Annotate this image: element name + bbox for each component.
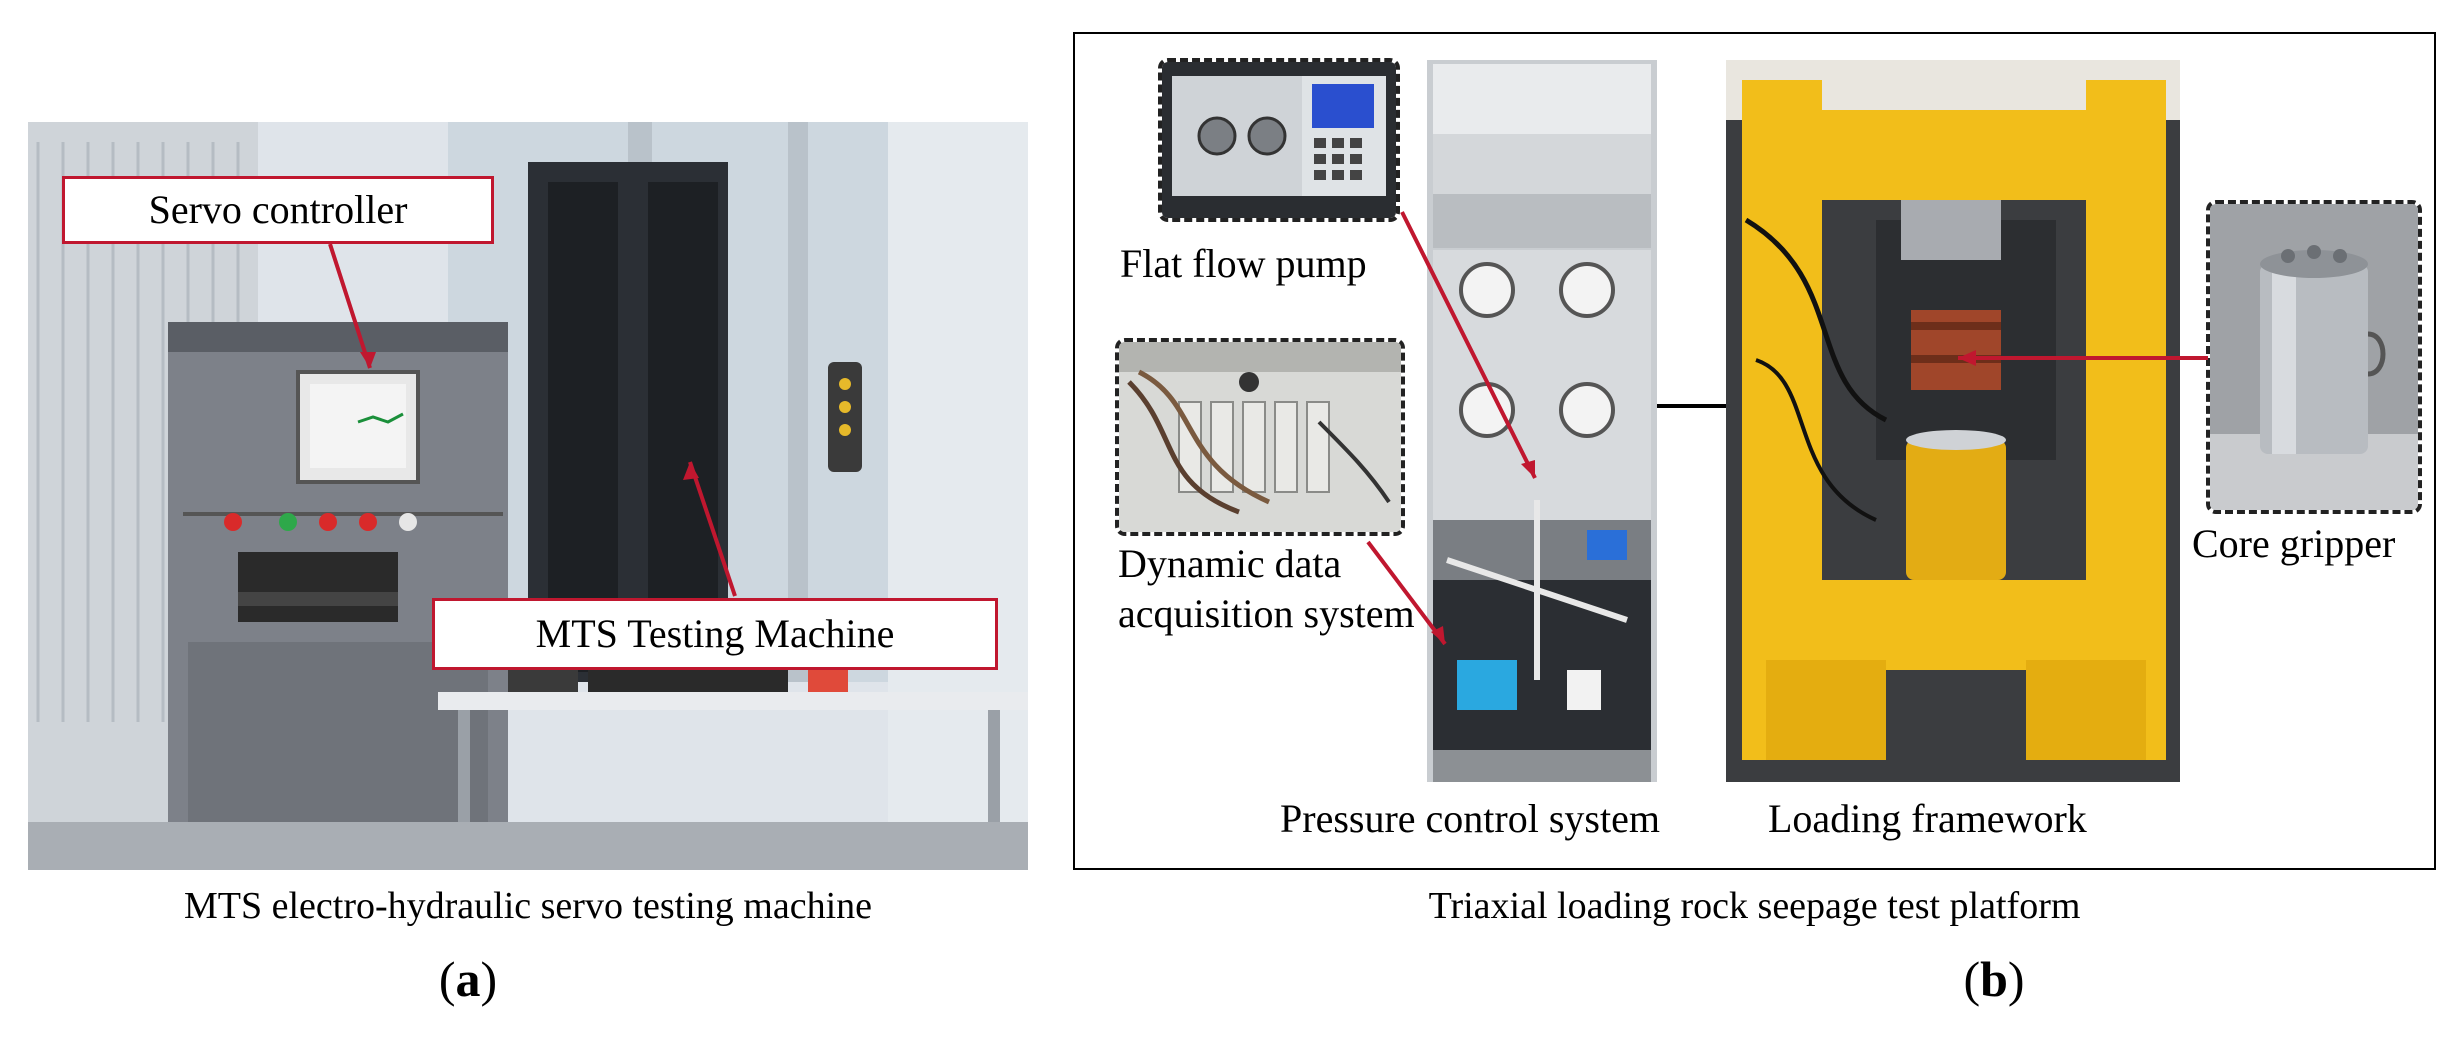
pressure-control-system-label: Pressure control system: [1280, 796, 1660, 841]
mts-testing-machine-label: MTS Testing Machine: [432, 598, 998, 670]
mts-lab-photo: [28, 122, 1028, 870]
panel-a-letter: (a): [438, 951, 498, 1007]
panel-b-callout-lines: [1366, 211, 2208, 646]
panel-b-letter-text: b: [1980, 951, 2008, 1007]
servo-controller-label: Servo controller: [62, 176, 494, 244]
daq-arrowhead: [1431, 626, 1445, 644]
panel-a-photo: [28, 122, 1028, 870]
mts-arrowhead: [683, 462, 699, 480]
panel-a-callout-lines: [328, 243, 737, 597]
loading-framework-label: Loading framework: [1768, 796, 2087, 841]
panel-b-frame: [1073, 32, 2436, 870]
panel-b-caption: Triaxial loading rock seepage test platf…: [1428, 885, 2081, 927]
panel-a-letter-text: a: [455, 951, 481, 1007]
gripper-arrowhead: [1958, 350, 1976, 366]
pressure-control-cabinet-photo: [1427, 60, 1657, 782]
flat-flow-pump-label: Flat flow pump: [1120, 241, 1367, 286]
loading-framework-photo: [1726, 60, 2180, 782]
panel-a-caption: MTS electro-hydraulic servo testing mach…: [183, 885, 872, 927]
dynamic-data-acquisition-photo: [1115, 338, 1405, 536]
pump-arrowhead: [1521, 460, 1535, 478]
core-gripper-photo: [2206, 200, 2422, 514]
flat-flow-pump-photo: [1158, 58, 1400, 222]
panel-b-letter: (b): [1963, 951, 2025, 1007]
core-gripper-label: Core gripper: [2192, 521, 2396, 566]
dynamic-data-label-line1: Dynamic data: [1118, 541, 1342, 586]
dynamic-data-label-line2: acquisition system: [1118, 591, 1415, 636]
servo-arrowhead: [360, 352, 376, 368]
